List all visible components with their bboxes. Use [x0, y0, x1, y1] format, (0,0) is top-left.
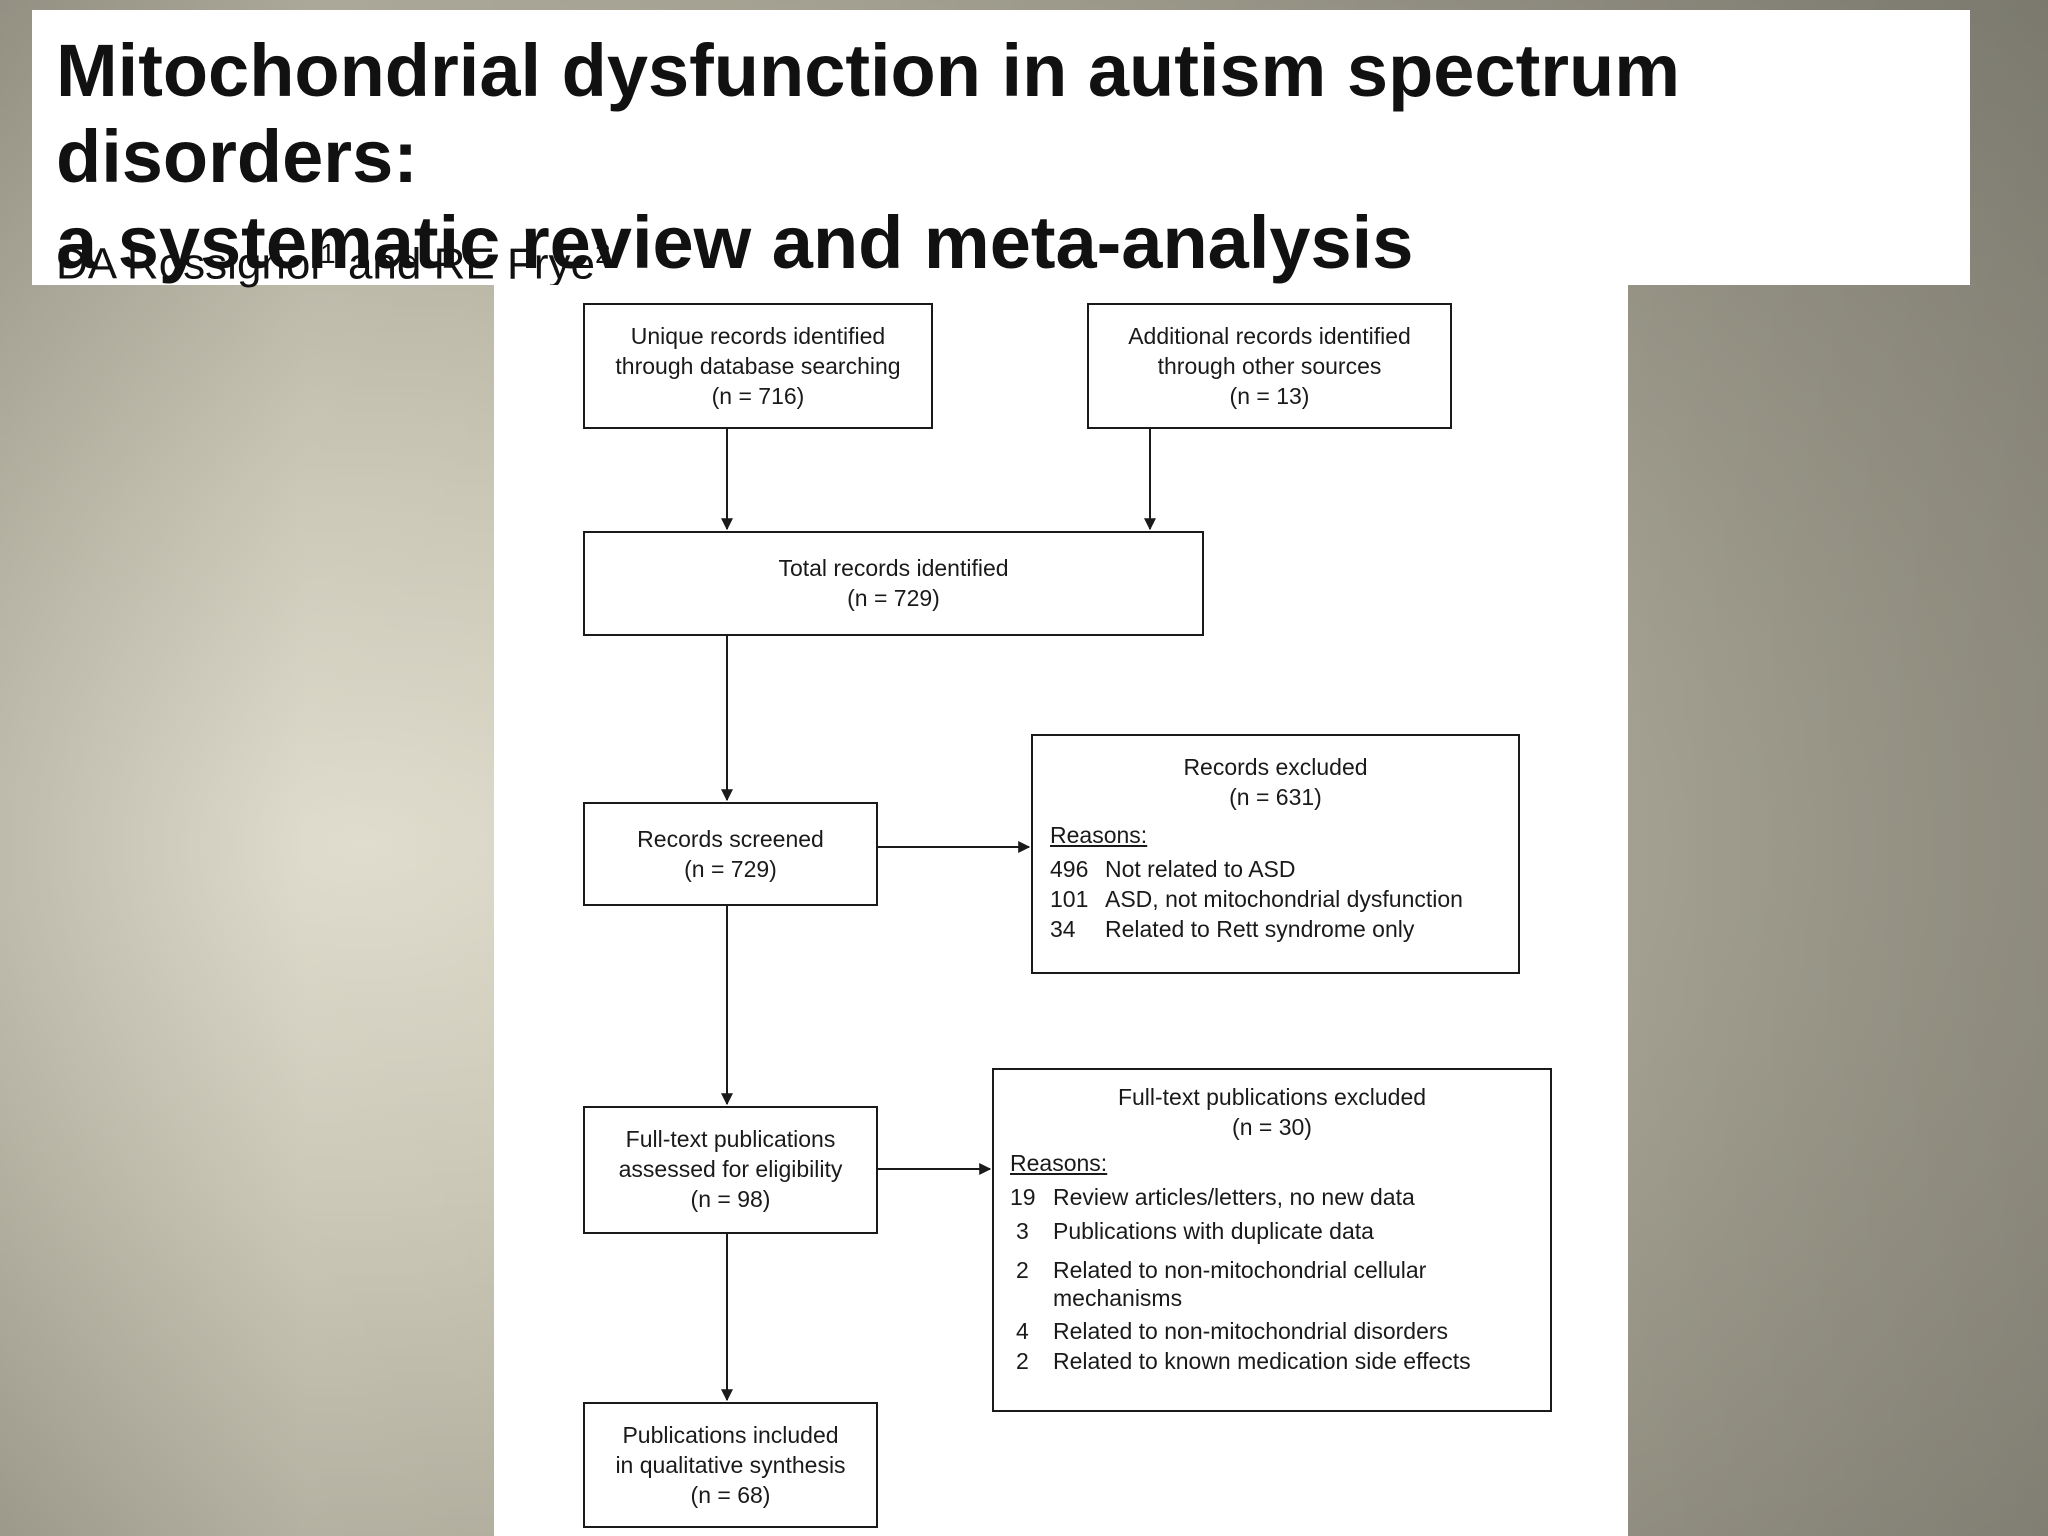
total-records-count: (n = 729) [847, 585, 940, 611]
fulltext-excluded-reason: 19 Review articles/letters, no new data [1010, 1182, 1510, 1212]
reason-text: Not related to ASD [1105, 856, 1296, 882]
records-excluded-reasons-label: Reasons: [1050, 822, 1148, 848]
fulltext-excluded-reason: 4 Related to non-mitochondrial disorders [1010, 1316, 1510, 1346]
reason-count: 2 [1016, 1348, 1029, 1374]
author-line: DA Rossignol1 and RE Frye2 [56, 228, 611, 291]
records-excluded-count: (n = 631) [1229, 784, 1322, 810]
publications-included-box: Publications included in qualitative syn… [583, 1402, 878, 1528]
fulltext-assessed-count: (n = 98) [690, 1186, 771, 1212]
fulltext-assessed-box: Full-text publications assessed for elig… [583, 1106, 878, 1234]
reason-count: 2 [1016, 1257, 1029, 1283]
reason-text: Related to non-mitochondrial disorders [1053, 1318, 1449, 1344]
other-sources-line1: Additional records identified [1128, 323, 1411, 349]
records-excluded-reason: 496 Not related to ASD [1050, 854, 1510, 884]
reason-count: 101 [1050, 886, 1089, 912]
author-2-affiliation: 2 [594, 238, 611, 269]
records-excluded-reason: 34 Related to Rett syndrome only [1050, 914, 1510, 944]
records-excluded-box: Records excluded (n = 631) Reasons: 496 … [1031, 734, 1520, 974]
author-connector: and [335, 239, 434, 289]
records-excluded-reason: 101 ASD, not mitochondrial dysfunction [1050, 884, 1510, 914]
reason-text: Review articles/letters, no new data [1053, 1184, 1415, 1210]
fulltext-excluded-reasons-label: Reasons: [1010, 1150, 1108, 1176]
records-excluded-line1: Records excluded [1183, 754, 1368, 780]
fulltext-excluded-box: Full-text publications excluded (n = 30)… [992, 1068, 1552, 1412]
fulltext-assessed-line1: Full-text publications [625, 1126, 836, 1152]
records-screened-line1: Records screened [637, 826, 824, 852]
reason-text: Related to known medication side effects [1053, 1348, 1471, 1374]
database-records-line1: Unique records identified [630, 323, 886, 349]
reason-count: 3 [1016, 1218, 1029, 1244]
title-banner: Mitochondrial dysfunction in autism spec… [32, 10, 1970, 289]
total-records-line1: Total records identified [778, 555, 1009, 581]
fulltext-excluded-reason: 2 Related to known medication side effec… [1010, 1346, 1510, 1376]
fulltext-excluded-reason: 2 Related to non-mitochondrial cellular … [1010, 1256, 1510, 1312]
reason-text: ASD, not mitochondrial dysfunction [1105, 886, 1463, 912]
database-records-count: (n = 716) [711, 383, 805, 409]
publications-included-count: (n = 68) [690, 1482, 771, 1508]
reason-count: 34 [1050, 916, 1076, 942]
reason-text: Publications with duplicate data [1053, 1218, 1374, 1244]
other-sources-count: (n = 13) [1229, 383, 1310, 409]
reason-text: Related to non-mitochondrial cellular me… [1053, 1257, 1427, 1311]
database-records-box: Unique records identified through databa… [583, 303, 933, 429]
reason-count: 4 [1016, 1318, 1029, 1344]
fulltext-excluded-count: (n = 30) [1232, 1114, 1312, 1140]
records-screened-count: (n = 729) [684, 856, 777, 882]
fulltext-excluded-line1: Full-text publications excluded [1117, 1084, 1427, 1110]
publications-included-line1: Publications included [622, 1422, 839, 1448]
author-2: RE Frye [433, 239, 595, 289]
reason-count: 496 [1050, 856, 1089, 882]
total-records-box: Total records identified (n = 729) [583, 531, 1204, 636]
other-sources-line2: through other sources [1157, 353, 1382, 379]
reason-text: Related to Rett syndrome only [1105, 916, 1415, 942]
other-sources-box: Additional records identified through ot… [1087, 303, 1452, 429]
fulltext-assessed-line2: assessed for eligibility [618, 1156, 843, 1182]
slide-title: Mitochondrial dysfunction in autism spec… [56, 29, 1681, 284]
records-screened-box: Records screened (n = 729) [583, 802, 878, 906]
publications-included-line2: in qualitative synthesis [615, 1452, 846, 1478]
author-1-affiliation: 1 [320, 238, 336, 269]
reason-count: 19 [1010, 1184, 1036, 1210]
author-1: DA Rossignol [56, 239, 321, 289]
fulltext-excluded-reason: 3 Publications with duplicate data [1010, 1216, 1510, 1246]
database-records-line2: through database searching [615, 353, 901, 379]
